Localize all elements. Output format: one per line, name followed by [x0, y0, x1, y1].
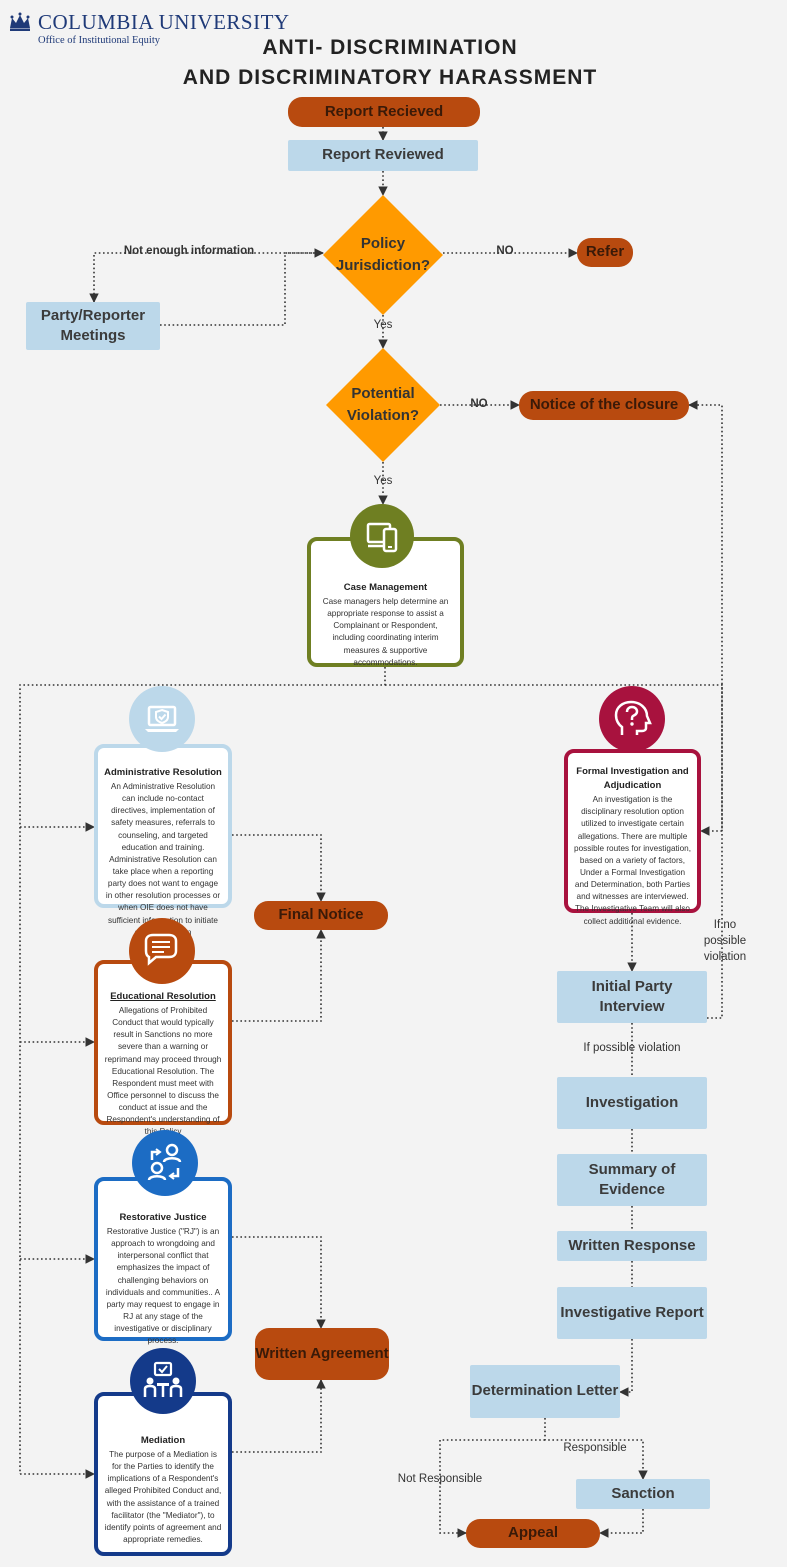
- org-name: COLUMBIA UNIVERSITY: [38, 10, 290, 34]
- node-investigation: Investigation: [557, 1077, 707, 1129]
- decision-policy-jurisdiction: Policy Jurisdiction?: [323, 195, 443, 315]
- label-not-responsible: Not Responsible: [397, 1473, 483, 1485]
- node-summary-of-evidence: Summary of Evidence: [557, 1154, 707, 1206]
- page-title-line2: AND DISCRIMINATORY HARASSMENT: [182, 66, 598, 89]
- diamond-shape: [326, 348, 440, 462]
- diamond-shape: [323, 195, 443, 315]
- card-body: An Administrative Resolution can include…: [105, 782, 221, 937]
- card-formal-investigation: Formal Investigation and Adjudication An…: [564, 749, 701, 926]
- meeting-icon: [130, 1348, 196, 1414]
- label-responsible: Responsible: [563, 1442, 627, 1454]
- card-body: Case managers help determine an appropri…: [322, 597, 449, 667]
- label-not-enough-info: Not enough information: [123, 245, 255, 257]
- card-educational-resolution: Educational Resolution Allegations of Pr…: [94, 960, 232, 1136]
- conn-med-written: [232, 1379, 326, 1453]
- label-no-closure: NO: [470, 398, 488, 410]
- node-determination-letter: Determination Letter: [470, 1365, 620, 1418]
- card-mediation: Mediation The purpose of a Mediation is …: [94, 1392, 232, 1556]
- chat-bubbles-icon: [129, 918, 195, 984]
- node-initial-party-interview: Initial Party Interview: [557, 971, 707, 1023]
- card-restorative-justice: Restorative Justice Restorative Justice …: [94, 1177, 232, 1345]
- node-final-notice: Final Notice: [254, 901, 388, 930]
- conn-sanction-appeal: [599, 1509, 644, 1538]
- label-if-possible-violation: If possible violation: [583, 1042, 681, 1054]
- conn-admin-final: [232, 834, 326, 902]
- decision-potential-violation: Potential Violation?: [326, 348, 440, 462]
- card-title: Case Management: [343, 582, 428, 593]
- office-name: Office of Institutional Equity: [38, 35, 160, 46]
- conn-party-policy: [160, 248, 324, 326]
- card-title: Educational Resolution: [110, 991, 216, 1002]
- head-question-icon: [599, 686, 665, 752]
- node-written-agreement: Written Agreement: [255, 1328, 389, 1380]
- label-yes-1: Yes: [373, 319, 393, 331]
- page-title-line1: ANTI- DISCRIMINATION: [262, 36, 518, 59]
- card-title: Administrative Resolution: [104, 767, 222, 778]
- label-if-no-possible-violation: If no possible violation: [703, 919, 747, 964]
- crown-icon: [10, 12, 30, 31]
- laptop-shield-icon: [129, 686, 195, 752]
- conn-edu-final: [232, 929, 326, 1022]
- devices-icon: [350, 504, 414, 568]
- label-no-refer: NO: [496, 245, 514, 257]
- conn-report-determination: [619, 1339, 633, 1397]
- node-report-received: Report Recieved: [288, 97, 480, 127]
- node-sanction: Sanction: [576, 1479, 710, 1509]
- conn-policy-party: [89, 252, 323, 303]
- decision-text: Potential Violation?: [346, 384, 420, 425]
- label-yes-2: Yes: [373, 475, 393, 487]
- card-title: Mediation: [140, 1435, 186, 1446]
- node-investigative-report: Investigative Report: [557, 1287, 707, 1339]
- node-report-reviewed: Report Reviewed: [288, 140, 478, 171]
- decision-text: Policy Jurisdiction?: [335, 234, 431, 275]
- university-logo: COLUMBIA UNIVERSITY Office of Institutio…: [8, 10, 289, 50]
- node-refer: Refer: [577, 238, 633, 267]
- card-body: The purpose of a Mediation is for the Pa…: [104, 1450, 222, 1545]
- card-body: An investigation is the disciplinary res…: [574, 795, 691, 926]
- node-appeal: Appeal: [466, 1519, 600, 1548]
- exchange-people-icon: [132, 1130, 198, 1196]
- card-title: Restorative Justice: [119, 1212, 207, 1223]
- card-title: Formal Investigation and Adjudication: [576, 766, 689, 792]
- node-notice-of-closure: Notice of the closure: [519, 391, 689, 420]
- card-administrative-resolution: Administrative Resolution An Administrat…: [94, 744, 232, 937]
- node-written-response: Written Response: [557, 1231, 707, 1261]
- card-body: Restorative Justice ("RJ") is an approac…: [105, 1227, 221, 1346]
- conn-rj-written: [232, 1236, 326, 1329]
- node-party-reporter-meetings: Party/Reporter Meetings: [26, 302, 160, 350]
- card-body: Allegations of Prohibited Conduct that w…: [104, 1006, 222, 1136]
